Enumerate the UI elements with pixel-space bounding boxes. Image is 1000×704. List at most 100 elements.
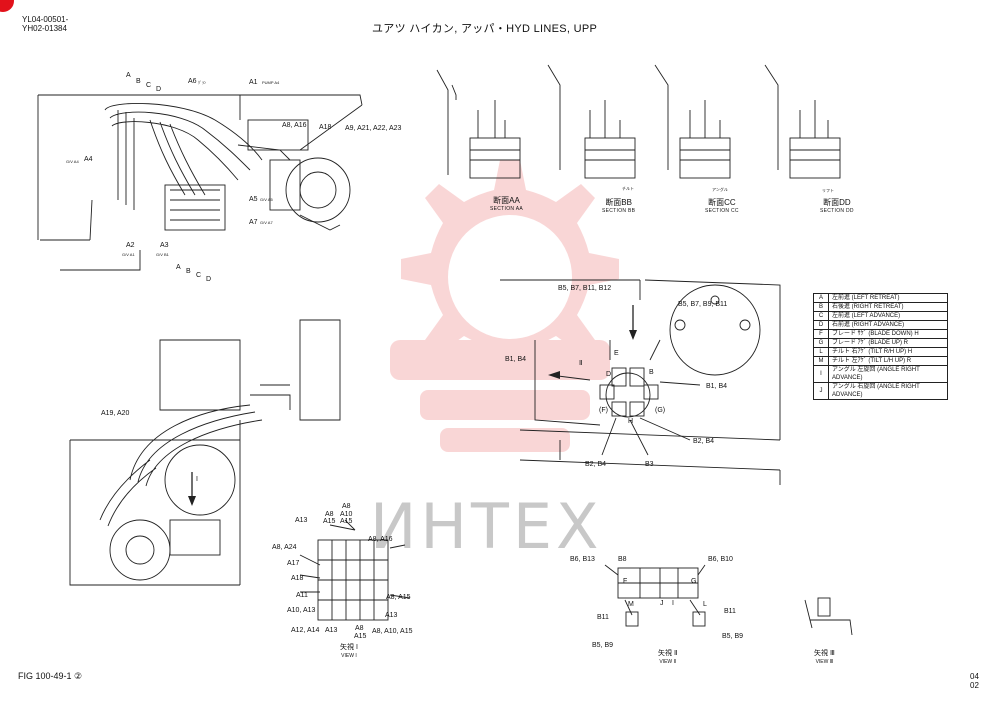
callout-a3-sub: G/V B1 [156,252,169,257]
view-i-a11: A11 [296,592,308,599]
view-iii-en: VIEW Ⅲ [815,659,834,665]
port-label-b: B [649,369,654,376]
section-cc-sub: アングル [712,187,728,192]
port-label-e: E [614,350,619,357]
legend-text: アングル 右旋回 (ANGLE RIGHT ADVANCE) [828,382,948,400]
callout-b5-b7-b9-b11: B5, B7, B9, B11 [678,301,728,308]
view-i-a12-a14: A12, A14 [291,627,320,634]
view-i-a17: A17 [287,560,300,567]
section-dd-sub: リフト [822,188,834,193]
view-i-a18: A18 [291,575,304,582]
section-aa-jp: 断面AA [493,196,520,205]
callout-a3: A3 [160,242,169,249]
view-i-a13-bottom: A13 [325,627,338,634]
view-i-en: VIEW I [341,653,357,659]
label-b: B [136,78,141,85]
page-title: ユアツ ハイカン, アッパ・HYD LINES, UPP [372,23,598,35]
callout-b2-b4-left: B2, B4 [585,461,607,468]
port-label-g: (G) [655,407,666,414]
label-a: A [126,72,131,79]
section-cc-caption: 断面CC SECTION CC [705,198,739,216]
view-i-a10-a13: A10, A13 [287,607,316,614]
legend-key: B [813,302,829,312]
section-cc-en: SECTION CC [705,208,739,214]
frame-outline-top-left [37,94,363,241]
view-i-caption: 矢視 I VIEW I [340,644,358,660]
arrow-label-i: I [196,476,198,483]
legend-key: I [813,365,829,383]
view-i-a8-a16: A8, A16 [368,536,393,543]
callout-a2-sub: G/V A1 [122,252,135,257]
watermark-logo [390,160,619,452]
label-c-bottom: C [196,272,202,279]
callout-a4-sub: G/V A4 [66,159,79,164]
callout-b1-b4-left: B1, B4 [505,356,527,363]
legend-text: 左前進 (LEFT RETREAT) [828,293,948,303]
legend-text: アングル 左旋回 (ANGLE RIGHT ADVANCE) [828,365,948,383]
port-label-ii: Ⅱ [579,360,583,367]
legend-text: 左前進 (LEFT ADVANCE) [828,311,948,321]
legend-text: チルト 左ｱｹﾞ (TILT L/H UP) R [828,356,948,366]
view-i-a10-top: A10 [340,511,353,518]
port-label-h: H [628,418,634,425]
legend-text: 右前進 (RIGHT ADVANCE) [828,320,948,330]
view-i-a13-top: A13 [295,517,308,524]
view-iii-caption: 矢視 Ⅲ VIEW Ⅲ [814,650,835,666]
label-b-bottom: B [186,268,191,275]
callout-a1: A1 [249,79,258,86]
view-ii-b11-right: B11 [724,608,736,615]
callout-b1-b4-right: B1, B4 [706,383,728,390]
callout-a7: A7 [249,219,258,226]
callout-a7-sub: G/V A7 [260,220,273,225]
page-number-1: 04 [970,672,979,681]
section-drawings [436,64,841,179]
callout-b5-b7-b11-b12: B5, B7, B11, B12 [558,285,612,292]
callout-a5-sub: G/V A5 [260,197,273,202]
pump-body [285,157,351,223]
view-iii-fitting [804,597,853,636]
valve-block-top-left [164,184,226,231]
part-range-2: YH02-01384 [22,24,67,33]
section-bb-jp: 断面BB [605,198,632,207]
view-ii-caption: 矢視 Ⅱ VIEW Ⅱ [658,650,677,666]
view-i-a8-a24: A8, A24 [272,544,297,551]
callout-a4: A4 [84,156,93,163]
view-ii-port-j: J [660,600,664,607]
legend-key: C [813,311,829,321]
callout-b2-b4-right: B2, B4 [693,438,715,445]
view-i-a15-top: A15 [340,518,353,525]
label-c: C [146,82,152,89]
view-ii-port-f: F [623,578,628,585]
port-label-f: (F) [599,407,608,414]
legend-key: F [813,329,829,339]
page-number-2: 02 [970,681,979,690]
legend-key: L [813,347,829,357]
view-ii-port-l: L [703,601,707,608]
view-ii-b5-b9-left: B5, B9 [592,642,614,649]
view-ii-fitting [604,564,706,627]
frame-outline-bottom-left [69,319,341,586]
view-iii-jp: 矢視 Ⅲ [814,650,835,657]
view-ii-port-i: I [672,600,674,607]
view-ii-jp: 矢視 Ⅱ [658,650,678,657]
brand-corner-mark [0,0,14,12]
section-dd-caption: 断面DD SECTION DD [820,198,854,216]
legend-text: 右後進 (RIGHT RETREAT) [828,302,948,312]
callout-a8-a16: A8, A16 [282,122,307,129]
callout-a18: A18 [319,124,332,131]
legend-key: D [813,320,829,330]
view-i-a13-right: A13 [385,612,398,619]
rotary-joint-cluster [549,339,701,456]
hose-bundle-top-left [104,102,263,210]
view-ii-b6-b10: B6, B10 [708,556,733,563]
watermark-text: ИНТЕХ [370,490,603,563]
callout-a5: A5 [249,196,258,203]
